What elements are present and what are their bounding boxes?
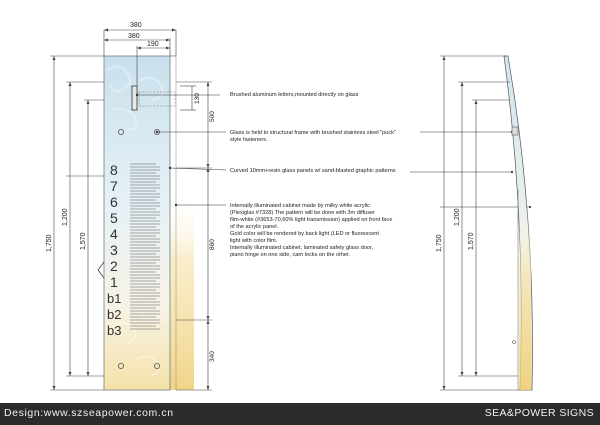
dim-middle-section: 860: [209, 239, 216, 250]
callout-glass-fasteners: Glass is held to structural frame with b…: [230, 130, 398, 143]
floor-number: 4: [110, 226, 118, 242]
side-elevation: [503, 55, 533, 391]
sign-elevation-drawing: 8 7 6 5 4 3 2 1 b1 b2 b3 380 380 190: [46, 22, 533, 391]
floor-number: b1: [107, 291, 121, 306]
side-cabinet-glow: [519, 200, 531, 390]
footer-brand: SEA&POWER SIGNS: [484, 407, 594, 419]
dim-top-section: 500: [209, 111, 216, 122]
side-dim-cabinet-height: 1,200: [454, 208, 461, 226]
left-dimensions: [50, 55, 104, 391]
dim-letter-height: 130: [194, 93, 201, 104]
aluminum-letters: [131, 85, 138, 111]
glass-notch: [97, 261, 105, 279]
side-dimensions: [440, 55, 520, 391]
callout-curved-glass: Curved 10mm+resin glass panels w/ sand-b…: [230, 168, 396, 174]
dim-width-inner: 380: [128, 33, 140, 40]
floor-number: 8: [110, 162, 118, 178]
puck-fastener-br: [153, 362, 160, 369]
glass-panel: [103, 55, 171, 391]
side-dim-total-height: 1,750: [436, 234, 443, 252]
dim-glass-height: 1,570: [80, 232, 87, 250]
right-dimensions: [176, 81, 212, 391]
floor-number: 6: [110, 194, 118, 210]
callout-cabinet-notes: Internally illuminated cabinet made by m…: [230, 203, 394, 258]
floor-numbers: 8 7 6 5 4 3 2 1 b1 b2 b3: [107, 162, 121, 338]
side-puck-fastener: [511, 126, 519, 136]
puck-fastener-tl: [118, 128, 125, 135]
dim-width-half: 190: [147, 41, 159, 48]
top-dimensions: [103, 29, 177, 86]
directory-listing: [130, 163, 160, 330]
puck-fastener-bl: [118, 362, 125, 369]
floor-number: 2: [110, 258, 118, 274]
side-dim-glass-height: 1,570: [468, 232, 475, 250]
callout-aluminum-letters: Brushed aluminum letters,mounted directl…: [230, 92, 359, 98]
floor-number: b2: [107, 307, 121, 322]
dim-bottom-section: 340: [209, 351, 216, 362]
dim-cabinet-height: 1,200: [62, 208, 69, 226]
floor-number: b3: [107, 323, 121, 338]
floor-number: 1: [110, 274, 118, 290]
callout-leaders: [137, 94, 227, 206]
puck-fasteners: [118, 128, 160, 369]
footer-website: Design:www.szseapower.com.cn: [4, 407, 174, 419]
floor-number: 5: [110, 210, 118, 226]
floor-number: 3: [110, 242, 118, 258]
floor-number: 7: [110, 178, 118, 194]
dim-width-outer: 380: [130, 22, 142, 29]
footer-bar: Design:www.szseapower.com.cn SEA&POWER S…: [0, 403, 600, 425]
dim-total-height: 1,750: [46, 234, 53, 252]
